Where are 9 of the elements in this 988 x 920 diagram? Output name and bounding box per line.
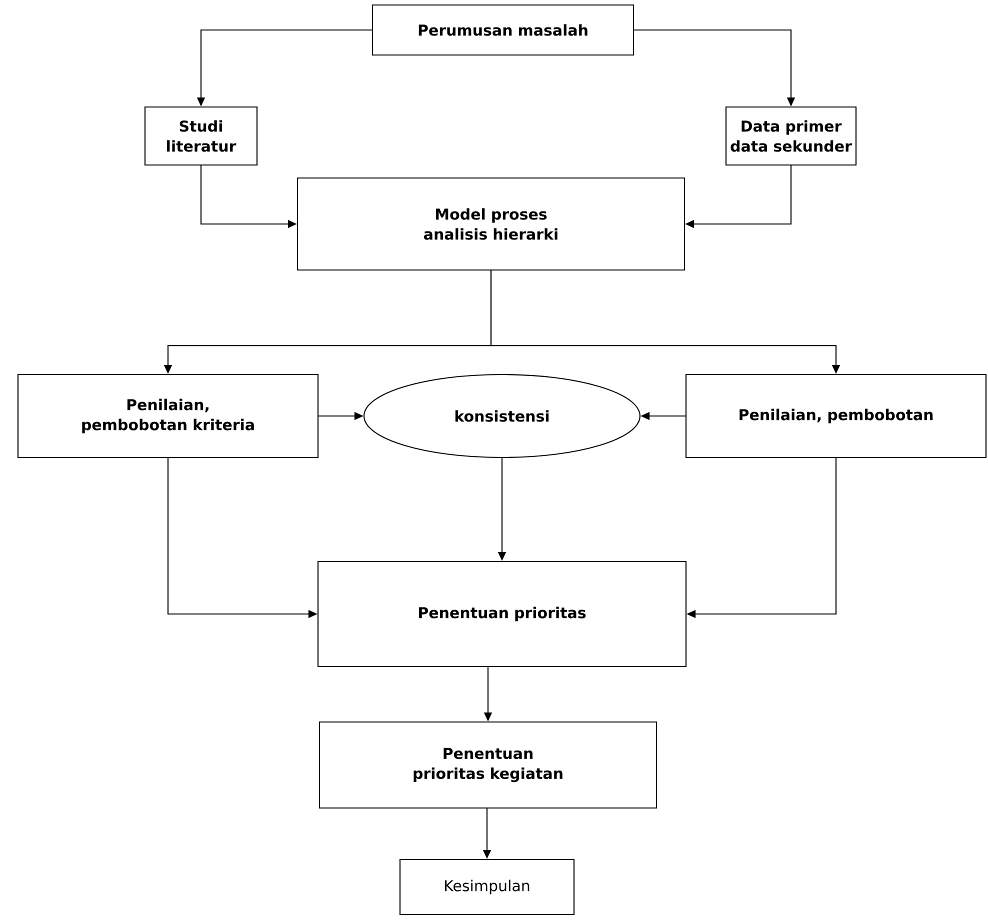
process-box: Penentuan prioritas kegiatan — [318, 721, 658, 809]
process-box: Studi literatur — [144, 106, 258, 166]
process-box: Data primer data sekunder — [725, 106, 857, 166]
process-box: Kesimpulan — [399, 858, 575, 916]
process-box: Penilaian, pembobotan kriteria — [17, 374, 319, 458]
process-box: Perumusan masalah — [372, 4, 634, 56]
process-box: Penilaian, pembobotan — [685, 374, 987, 458]
process-box: Penentuan prioritas — [317, 560, 687, 668]
process-box: Model proses analisis hierarki — [296, 177, 686, 271]
